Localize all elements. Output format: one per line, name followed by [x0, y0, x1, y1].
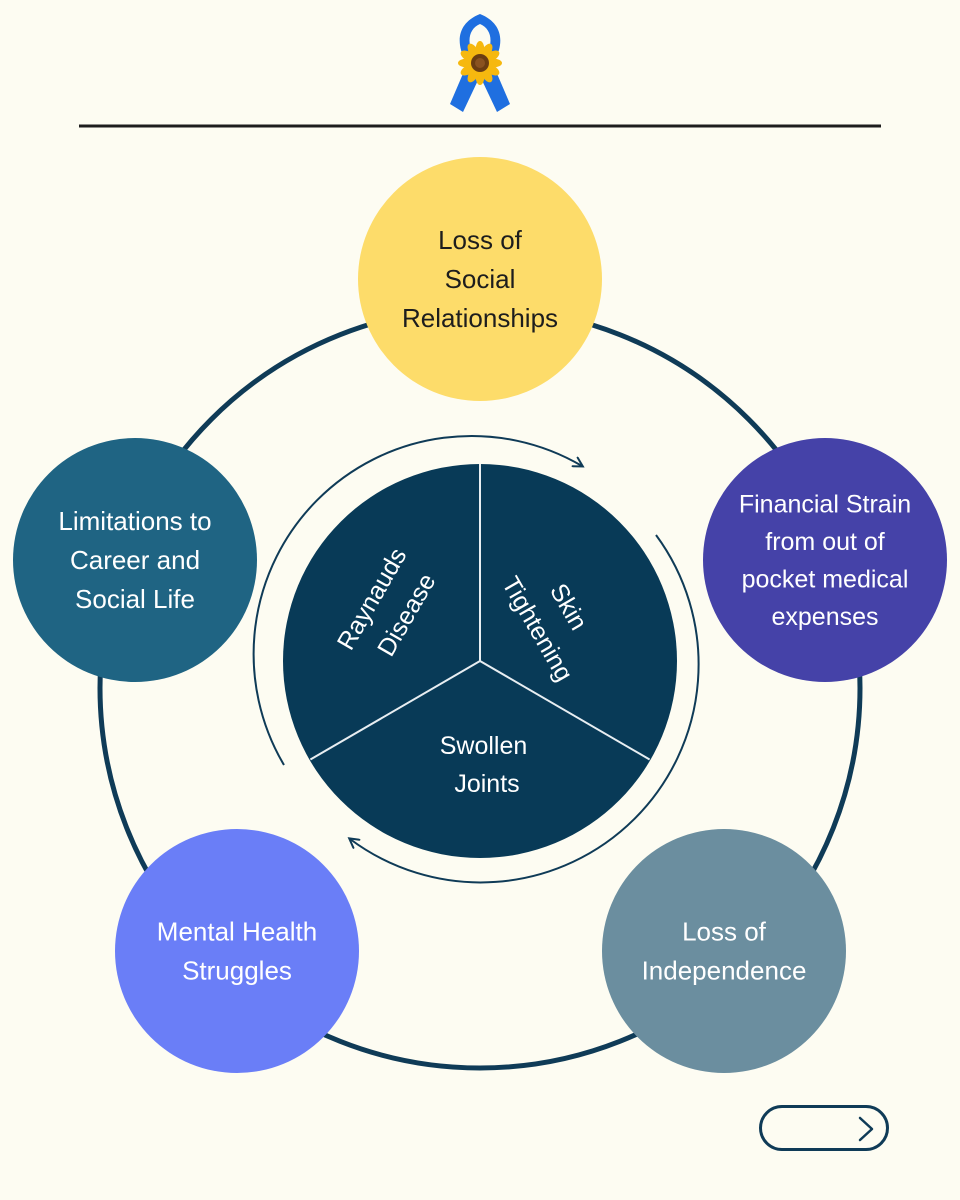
cycle-arrows [252, 435, 700, 884]
node-label-line: Social [445, 264, 516, 294]
node-label-line: expenses [771, 603, 878, 631]
node-label-line: pocket medical [742, 566, 909, 594]
awareness-ribbon-sunflower-icon [450, 14, 510, 112]
next-button[interactable] [759, 1105, 889, 1151]
node-label-line: Loss of [438, 225, 523, 255]
node-financial: Financial Strain from out of pocket medica… [703, 438, 947, 682]
node-label-line: Limitations to [58, 506, 211, 536]
node-circle-independence [602, 829, 846, 1073]
node-circle-social [358, 157, 602, 401]
node-independence: Loss of Independence [602, 829, 846, 1073]
node-circle-mental [115, 829, 359, 1073]
node-label-line: Financial Strain [739, 491, 911, 519]
node-label-line: Mental Health [157, 917, 317, 947]
node-label-line: Loss of [682, 917, 767, 947]
node-label-line: Struggles [182, 956, 292, 986]
node-label-line: Career and [70, 545, 200, 575]
node-label-line: from out of [765, 528, 885, 556]
node-label-line: Relationships [402, 303, 558, 333]
node-label-line: Independence [642, 956, 807, 986]
chevron-right-icon [858, 1116, 874, 1142]
node-circle-financial [703, 438, 947, 682]
node-label-line: Social Life [75, 584, 195, 614]
center-symptom-wheel: Raynauds Disease Skin Tightening Swollen… [283, 464, 677, 858]
node-label-financial: Financial Strain from out of pocket medica… [739, 491, 911, 632]
node-circle-career [13, 438, 257, 682]
segment-swollen-joints: Swollen Joints [440, 732, 535, 798]
node-label-independence: Loss of Independence [642, 917, 807, 986]
